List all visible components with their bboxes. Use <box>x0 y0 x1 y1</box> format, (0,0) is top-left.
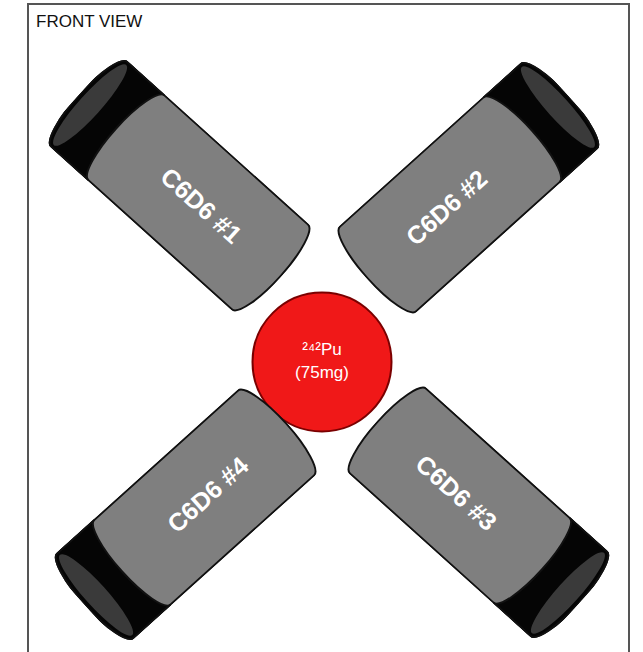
sample-label: (75mg) <box>295 362 349 385</box>
c6d6-detector: C6D6 #3 <box>338 378 618 646</box>
sample-label: ²⁴²Pu <box>302 339 341 362</box>
label-holder: ²⁴²Pu(75mg) <box>251 291 393 433</box>
c6d6-detector: C6D6 #1 <box>40 52 320 320</box>
c6d6-detector: C6D6 #2 <box>328 54 608 322</box>
detector-label: C6D6 #4 <box>161 451 254 539</box>
pu-sample: ²⁴²Pu(75mg) <box>251 291 393 433</box>
detector-label: C6D6 #2 <box>400 164 493 252</box>
view-title: FRONT VIEW <box>36 12 142 32</box>
detector-label: C6D6 #1 <box>155 162 248 250</box>
c6d6-detector: C6D6 #4 <box>46 380 326 648</box>
detector-label: C6D6 #3 <box>410 449 503 537</box>
